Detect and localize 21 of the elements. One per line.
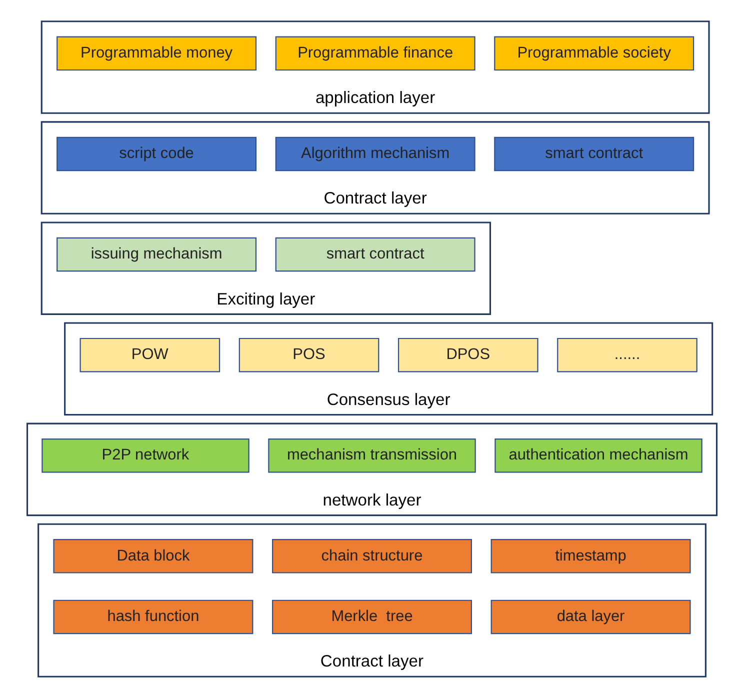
node-box: POW [79, 338, 220, 372]
node-box: timestamp [490, 539, 690, 574]
node-box: Programmable finance [274, 36, 475, 71]
node-box: P2P network [41, 438, 249, 473]
node-box: Data block [52, 539, 253, 574]
node-box: mechanism transmission [268, 438, 476, 473]
node-box: script code [56, 136, 256, 172]
node-box: Programmable society [494, 36, 694, 71]
node-box: smart contract [494, 136, 694, 172]
node-box: smart contract [274, 237, 475, 272]
node-box: authentication mechanism [494, 438, 702, 473]
node-box: issuing mechanism [56, 237, 256, 272]
node-box: ...... [556, 338, 697, 372]
node-box: DPOS [397, 338, 538, 372]
node-box: chain structure [272, 539, 472, 574]
node-box: hash function [52, 600, 253, 634]
node-box: POS [238, 338, 379, 372]
node-box: data layer [490, 600, 690, 634]
node-box: Programmable money [56, 36, 256, 71]
node-box: Algorithm mechanism [274, 136, 475, 172]
node-box: Merkle tree [272, 600, 472, 634]
